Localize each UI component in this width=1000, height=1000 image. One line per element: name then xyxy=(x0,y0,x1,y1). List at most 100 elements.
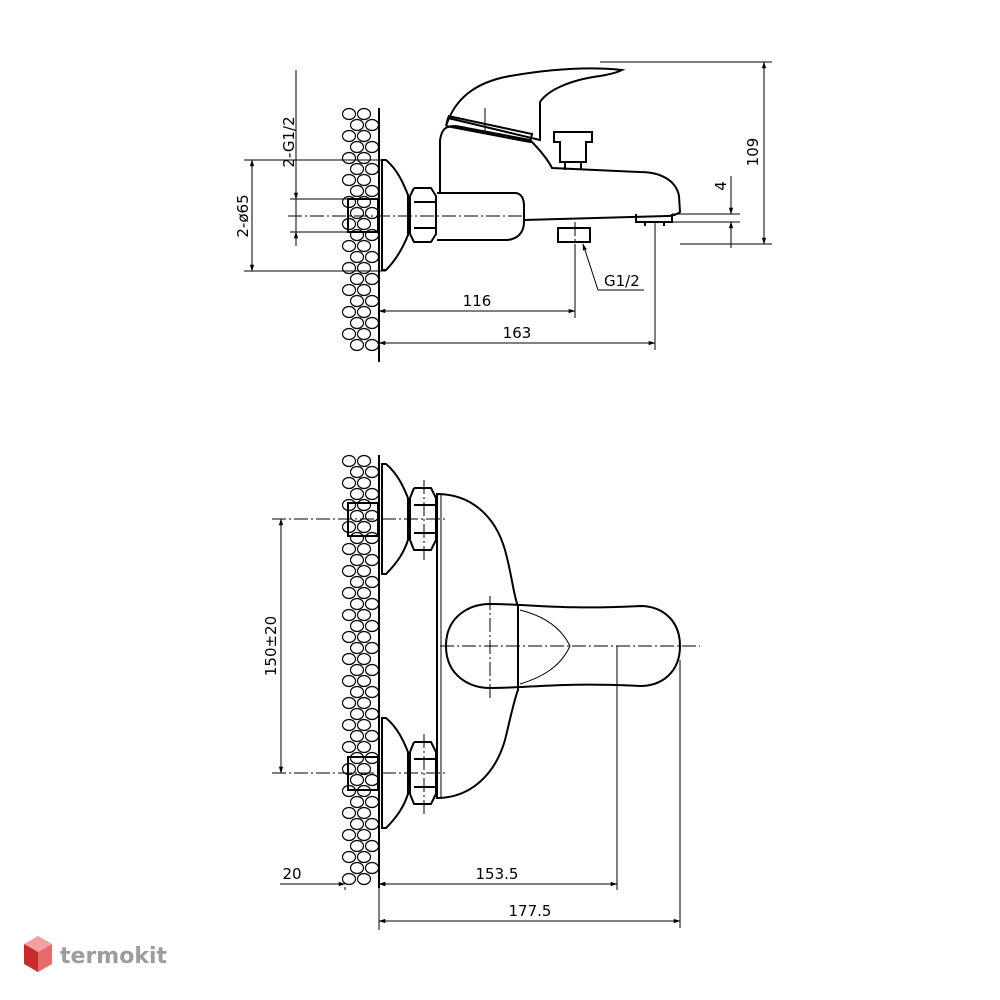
wall-stone xyxy=(356,107,372,121)
mixer-body-plan xyxy=(436,492,519,800)
wall-stone xyxy=(364,575,380,589)
wall-stone xyxy=(364,773,380,787)
wall-stone xyxy=(349,553,365,567)
dim-handle-axis-distance: 153.5 xyxy=(476,865,519,883)
wall-stone xyxy=(349,817,365,831)
wall-stone xyxy=(349,861,365,875)
wall-stone xyxy=(356,239,372,253)
wall-stone xyxy=(356,740,372,754)
wall-stone xyxy=(341,872,357,886)
wall-stone xyxy=(364,272,380,286)
dim-outlet-thread: G1/2 xyxy=(604,272,640,290)
wall-section-top xyxy=(341,107,380,362)
wall-stone xyxy=(356,564,372,578)
dim-escutcheon-diameter: 2-ø65 xyxy=(234,194,252,237)
wall-stone xyxy=(341,542,357,556)
wall-stone xyxy=(349,162,365,176)
wall-stone xyxy=(341,828,357,842)
wall-stone xyxy=(364,663,380,677)
wall-stone xyxy=(349,338,365,352)
wall-stone xyxy=(349,619,365,633)
wall-stone xyxy=(356,872,372,886)
wall-stone xyxy=(356,652,372,666)
wall-stone xyxy=(364,118,380,132)
wall-stone xyxy=(364,338,380,352)
wall-stone xyxy=(356,476,372,490)
watermark-text: termokit xyxy=(60,944,167,969)
wall-stone xyxy=(364,641,380,655)
wall-stone xyxy=(341,696,357,710)
outlet-connector-top xyxy=(557,227,591,243)
wall-stone xyxy=(356,630,372,644)
wall-stone xyxy=(349,250,365,264)
wall-stone xyxy=(349,140,365,154)
wall-stone xyxy=(356,608,372,622)
dim-center-distance: 150±20 xyxy=(262,616,280,676)
wall-stone xyxy=(349,294,365,308)
wall-stone xyxy=(341,173,357,187)
wall-stone xyxy=(341,630,357,644)
wall-stone xyxy=(356,850,372,864)
side-view: 2-G1/2 2-ø65 109 4 G1/2 116 163 xyxy=(234,61,772,362)
wall-section-bottom xyxy=(341,454,380,888)
wall-stone xyxy=(364,553,380,567)
escutcheon-lower xyxy=(381,717,409,829)
handle-inner-plan xyxy=(519,609,571,685)
wall-stone xyxy=(341,454,357,468)
wall-stone xyxy=(356,173,372,187)
wall-stone xyxy=(349,206,365,220)
wall-stone xyxy=(349,597,365,611)
wall-stone xyxy=(356,674,372,688)
wall-stone xyxy=(349,184,365,198)
wall-stone xyxy=(349,641,365,655)
wall-stone xyxy=(349,575,365,589)
wall-stone xyxy=(341,740,357,754)
plan-view: 150±20 20 153.5 177.5 xyxy=(262,454,700,930)
diverter-knob-top xyxy=(553,131,593,170)
wall-stone xyxy=(364,250,380,264)
wall-stone xyxy=(364,509,380,523)
handle-lever-plan xyxy=(444,602,682,690)
wall-stone xyxy=(349,531,365,545)
wall-stone xyxy=(349,272,365,286)
wall-stone xyxy=(341,674,357,688)
wall-stone xyxy=(349,839,365,853)
dim-overall-length: 177.5 xyxy=(509,902,552,920)
wall-stone xyxy=(356,828,372,842)
wall-stone xyxy=(341,806,357,820)
wall-stone xyxy=(364,184,380,198)
wall-stone xyxy=(364,817,380,831)
wall-stone xyxy=(364,140,380,154)
wall-stone xyxy=(356,261,372,275)
wall-stone xyxy=(356,696,372,710)
watermark: termokit xyxy=(24,936,167,972)
wall-stone xyxy=(356,151,372,165)
wall-stone xyxy=(341,283,357,297)
wall-stone xyxy=(364,316,380,330)
wall-stone xyxy=(364,206,380,220)
wall-stone xyxy=(341,107,357,121)
wall-stone xyxy=(356,217,372,231)
wall-stone xyxy=(341,239,357,253)
wall-stone xyxy=(364,729,380,743)
dim-wall-offset: 20 xyxy=(282,865,301,883)
escutcheon-upper xyxy=(381,463,409,575)
wall-stone xyxy=(341,305,357,319)
wall-stone xyxy=(356,305,372,319)
wall-stone xyxy=(341,261,357,275)
wall-stone xyxy=(349,773,365,787)
wall-stone xyxy=(349,685,365,699)
wall-stone xyxy=(341,652,357,666)
wall-stone xyxy=(364,597,380,611)
escutcheon-top xyxy=(381,159,409,271)
wall-stone xyxy=(356,718,372,732)
wall-stone xyxy=(356,498,372,512)
wall-stone xyxy=(356,806,372,820)
wall-stone xyxy=(349,795,365,809)
hex-nut-top xyxy=(409,187,437,243)
wall-stone xyxy=(364,465,380,479)
spout-outlet-top xyxy=(635,214,673,226)
wall-stone xyxy=(349,509,365,523)
dim-spout-offset: 4 xyxy=(712,181,730,191)
